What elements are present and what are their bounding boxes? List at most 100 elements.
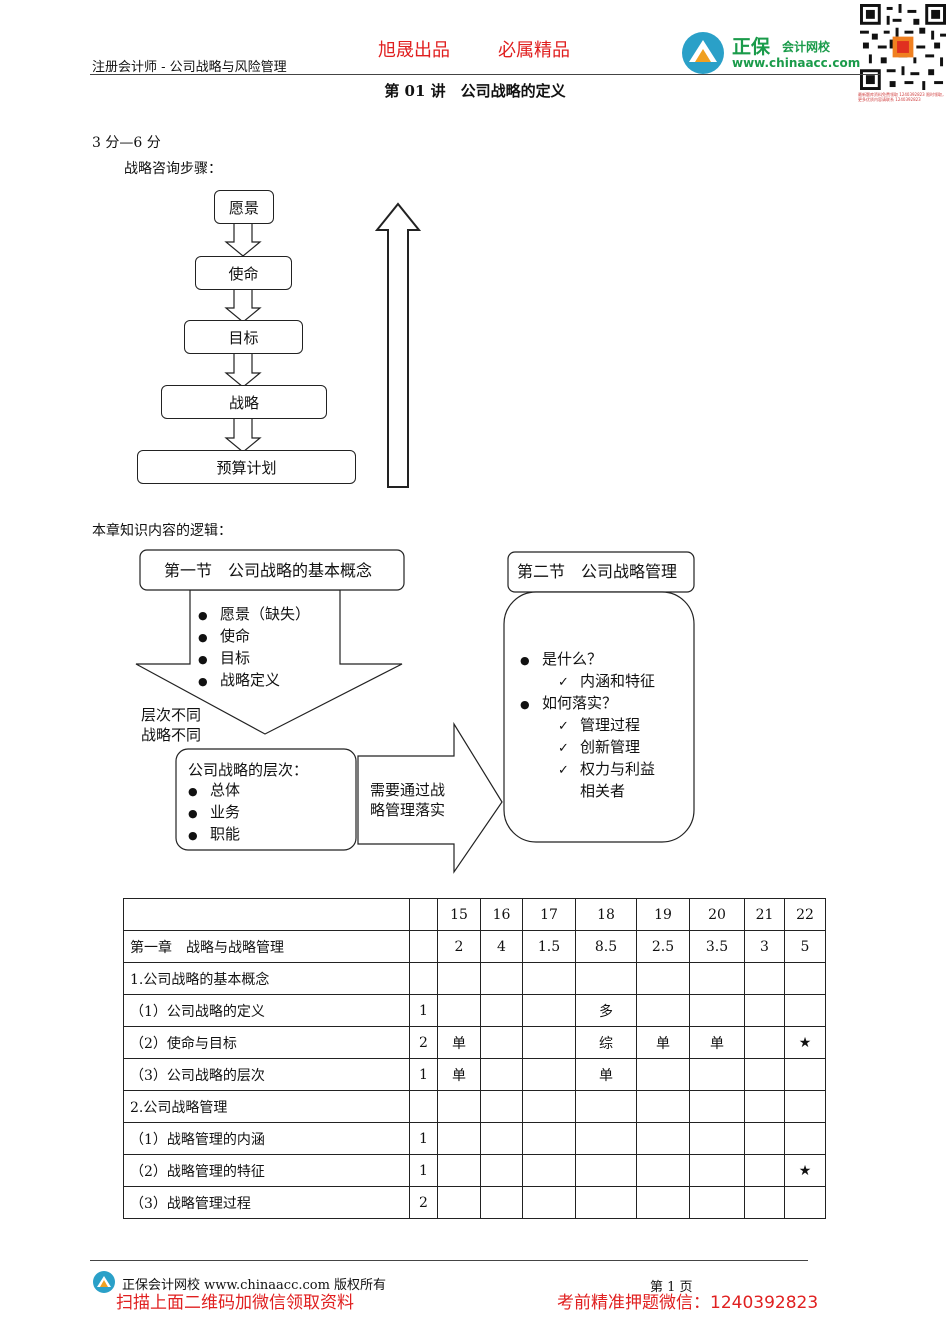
table-cell xyxy=(689,1186,745,1219)
table-cell xyxy=(784,1058,826,1091)
table-cell: 单 xyxy=(575,1058,637,1091)
course-title: 注册会计师 - 公司战略与风险管理 xyxy=(92,60,287,75)
section2-question: 如何落实？ xyxy=(520,693,655,715)
table-cell xyxy=(522,1090,576,1123)
flow-step-goal: 目标 xyxy=(184,320,303,354)
year-header: 20 xyxy=(689,898,745,931)
table-cell xyxy=(522,962,576,995)
flow-step-strategy: 战略 xyxy=(161,385,327,419)
table-cell: 2 xyxy=(437,930,481,963)
table-cell: 多 xyxy=(575,994,637,1027)
year-header: 18 xyxy=(575,898,637,931)
table-cell xyxy=(480,1026,523,1059)
table-cell: 4 xyxy=(480,930,523,963)
levels-list: 总体 业务 职能 xyxy=(188,780,240,846)
flow-connectors xyxy=(224,202,422,488)
table-cell: 8.5 xyxy=(575,930,637,963)
qr-caption: 最新题库资料免费领取 1240392823 限时领取，更多优质内容请联系 124… xyxy=(858,92,946,102)
section2-list: 是什么？ 内涵和特征 如何落实？ 管理过程 创新管理 权力与利益 相关者 xyxy=(520,649,655,801)
side-note-2: 战略不同 xyxy=(141,726,202,744)
row-level xyxy=(409,930,438,963)
table-cell xyxy=(575,1154,637,1187)
section1-item: 战略定义 xyxy=(198,670,310,692)
table-cell xyxy=(744,994,785,1027)
table-cell xyxy=(522,1186,576,1219)
table-cell: 单 xyxy=(437,1058,481,1091)
table-cell: 单 xyxy=(636,1026,690,1059)
table-cell xyxy=(636,1122,690,1155)
table-cell xyxy=(636,1154,690,1187)
row-label: （3）公司战略的层次 xyxy=(123,1058,410,1091)
table-cell xyxy=(522,1058,576,1091)
table-row: 2.公司战略管理 xyxy=(123,1090,826,1123)
row-level: 1 xyxy=(409,1154,438,1187)
chinaacc-logo-icon xyxy=(682,32,724,74)
row-label: （1）战略管理的内涵 xyxy=(123,1122,410,1155)
table-cell xyxy=(689,1122,745,1155)
section2-subitem-tail: 相关者 xyxy=(580,782,626,800)
table-cell xyxy=(437,994,481,1027)
year-header: 19 xyxy=(636,898,690,931)
row-level: 1 xyxy=(409,1122,438,1155)
promo-right: 考前精准押题微信：1240392823 xyxy=(557,1293,819,1313)
row-level: 2 xyxy=(409,1026,438,1059)
row-label: （1）公司战略的定义 xyxy=(123,994,410,1027)
table-cell xyxy=(575,1186,637,1219)
table-row: 1.公司战略的基本概念 xyxy=(123,962,826,995)
chinaacc-footer-logo-icon xyxy=(93,1271,115,1293)
logic-title: 本章知识内容的逻辑： xyxy=(92,523,232,539)
table-cell xyxy=(784,962,826,995)
right-arrow-icon xyxy=(357,721,503,874)
table-cell xyxy=(437,1186,481,1219)
table-cell: 单 xyxy=(689,1026,745,1059)
section2-question: 是什么？ xyxy=(520,649,655,671)
table-cell xyxy=(480,1122,523,1155)
section2-subitem: 创新管理 xyxy=(520,737,655,759)
year-header: 22 xyxy=(784,898,826,931)
table-cell xyxy=(575,1122,637,1155)
table-cell xyxy=(437,1154,481,1187)
steps-title: 战略咨询步骤： xyxy=(124,161,222,177)
table-cell xyxy=(480,962,523,995)
table-cell xyxy=(744,1154,785,1187)
levels-item: 业务 xyxy=(188,802,240,824)
table-cell: ★ xyxy=(784,1154,826,1187)
section2-title: 第二节 公司战略管理 xyxy=(517,562,678,581)
table-cell xyxy=(784,1186,826,1219)
table-cell xyxy=(480,1090,523,1123)
down-arrow-icon xyxy=(224,352,262,388)
table-cell xyxy=(689,1154,745,1187)
table-cell xyxy=(409,898,438,931)
table-cell xyxy=(437,962,481,995)
levels-item: 职能 xyxy=(188,824,240,846)
table-cell xyxy=(575,962,637,995)
logo-name: 正保 xyxy=(732,36,771,58)
table-cell xyxy=(522,994,576,1027)
table-cell xyxy=(636,1058,690,1091)
logo-subname: 会计网校 xyxy=(782,40,831,54)
page-number: 第 1 页 xyxy=(650,1280,693,1295)
up-arrow-icon xyxy=(374,202,422,488)
table-cell xyxy=(784,994,826,1027)
table-cell: 综 xyxy=(575,1026,637,1059)
table-cell xyxy=(522,1026,576,1059)
section1-box xyxy=(139,549,405,591)
table-cell xyxy=(522,1154,576,1187)
table-cell xyxy=(744,1026,785,1059)
down-arrow-icon xyxy=(224,417,262,453)
row-label: （2）使命与目标 xyxy=(123,1026,410,1059)
row-level: 1 xyxy=(409,994,438,1027)
table-cell xyxy=(744,1186,785,1219)
table-cell xyxy=(437,1090,481,1123)
footer-rule xyxy=(90,1260,808,1261)
table-cell xyxy=(123,898,410,931)
section2-subitem: 管理过程 xyxy=(520,715,655,737)
